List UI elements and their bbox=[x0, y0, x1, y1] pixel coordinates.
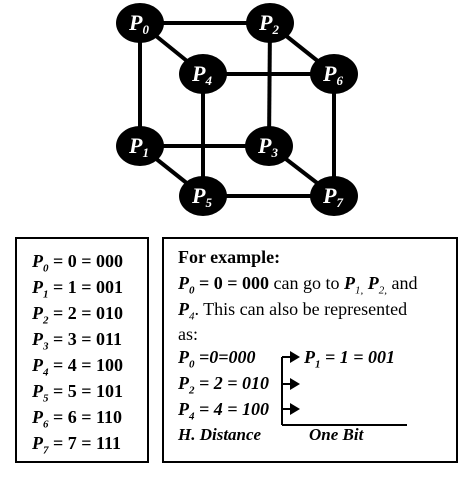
node-label: P0 bbox=[128, 10, 149, 37]
mapping-row: P0 = 0 = 000 bbox=[32, 251, 124, 275]
node-p6: P6 bbox=[310, 54, 358, 94]
example-row-p0: P0 =0=000 bbox=[178, 347, 256, 371]
node-p7: P7 bbox=[310, 176, 358, 216]
node-p3: P3 bbox=[245, 126, 293, 166]
example-arrows bbox=[281, 351, 407, 426]
node-p5: P5 bbox=[179, 176, 227, 216]
example-line-2: P4. This can also be represented bbox=[178, 299, 408, 323]
mapping-row: P5 = 5 = 101 bbox=[32, 381, 124, 405]
arrow-head-icon bbox=[290, 403, 300, 415]
mapping-row: P2 = 2 = 010 bbox=[32, 303, 124, 327]
example-line-1: P0 = 0 = 000 can go to P1, P2, and bbox=[178, 273, 418, 297]
node-p1: P1 bbox=[116, 126, 164, 166]
node-label: P5 bbox=[191, 183, 212, 210]
mapping-row: P3 = 3 = 011 bbox=[32, 329, 123, 353]
node-label: P7 bbox=[322, 183, 343, 210]
arrow-head-icon bbox=[290, 378, 300, 390]
distance-label: H. Distance bbox=[178, 425, 262, 444]
mapping-row: P7 = 7 = 111 bbox=[32, 433, 122, 457]
node-label: P4 bbox=[191, 61, 212, 88]
example-target-p1: P1 = 1 = 001 bbox=[304, 347, 396, 371]
example-box: For example: P0 = 0 = 000 can go to P1, … bbox=[162, 237, 458, 463]
one-bit-label: One Bit bbox=[309, 425, 364, 444]
node-p4: P4 bbox=[179, 54, 227, 94]
mapping-row: P1 = 1 = 001 bbox=[32, 277, 124, 301]
node-label: P1 bbox=[128, 133, 149, 160]
example-heading: For example: bbox=[178, 247, 281, 267]
example-line-3: as: bbox=[178, 324, 198, 344]
mapping-row: P4 = 4 = 100 bbox=[32, 355, 124, 379]
arrow-head-icon bbox=[290, 351, 300, 363]
node-p0: P0 bbox=[116, 3, 164, 43]
node-label: P3 bbox=[257, 133, 278, 160]
node-label: P6 bbox=[322, 61, 343, 88]
mapping-row: P6 = 6 = 110 bbox=[32, 407, 123, 431]
cube-edge-p2-p3 bbox=[267, 22, 272, 147]
node-label: P2 bbox=[258, 10, 279, 37]
processor-mapping-box: P0 = 0 = 000 P1 = 1 = 001 P2 = 2 = 010 P… bbox=[15, 237, 149, 463]
example-row-p2: P2 = 2 = 010 bbox=[178, 373, 270, 397]
example-row-p4: P4 = 4 = 100 bbox=[178, 399, 270, 423]
node-p2: P2 bbox=[246, 3, 294, 43]
